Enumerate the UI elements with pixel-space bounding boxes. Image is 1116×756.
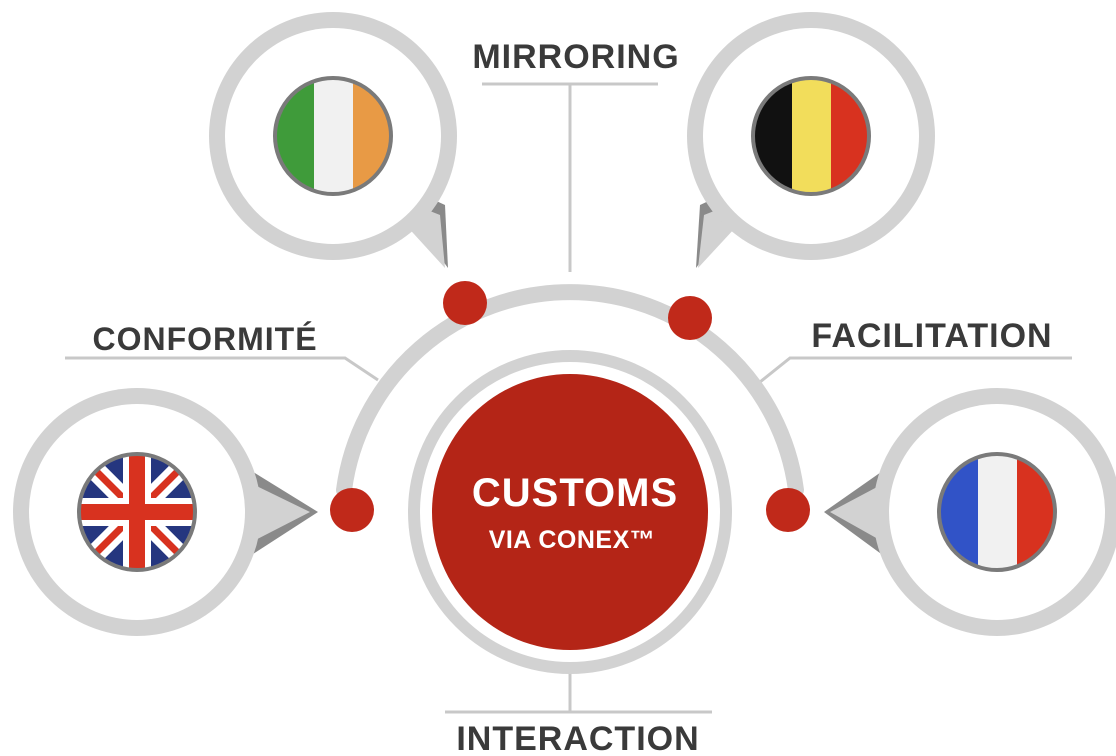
node-left: [330, 488, 374, 532]
outer-arc: [336, 284, 804, 498]
right-connector: [759, 356, 1072, 384]
flag-bubble-belgium: [687, 12, 935, 268]
connector-lines: [65, 82, 1072, 714]
center-circle: [432, 374, 708, 650]
label-mirroring: MIRRORING: [472, 38, 679, 76]
center-subtitle: VIA CONEX™: [489, 526, 656, 554]
label-conformite: CONFORMITÉ: [92, 321, 317, 357]
left-connector: [65, 356, 379, 382]
flag-bubble-ireland: [209, 12, 457, 268]
label-facilitation: FACILITATION: [811, 317, 1052, 355]
flag-bubble-uk: [13, 388, 318, 636]
center-title: CUSTOMS: [472, 471, 678, 515]
node-right: [766, 488, 810, 532]
node-top-right: [668, 296, 712, 340]
label-interaction: INTERACTION: [456, 720, 699, 756]
arc-nodes: [330, 281, 810, 532]
uk-flag-icon: [79, 454, 195, 570]
node-top-left: [443, 281, 487, 325]
flag-bubble-france: [824, 388, 1116, 636]
